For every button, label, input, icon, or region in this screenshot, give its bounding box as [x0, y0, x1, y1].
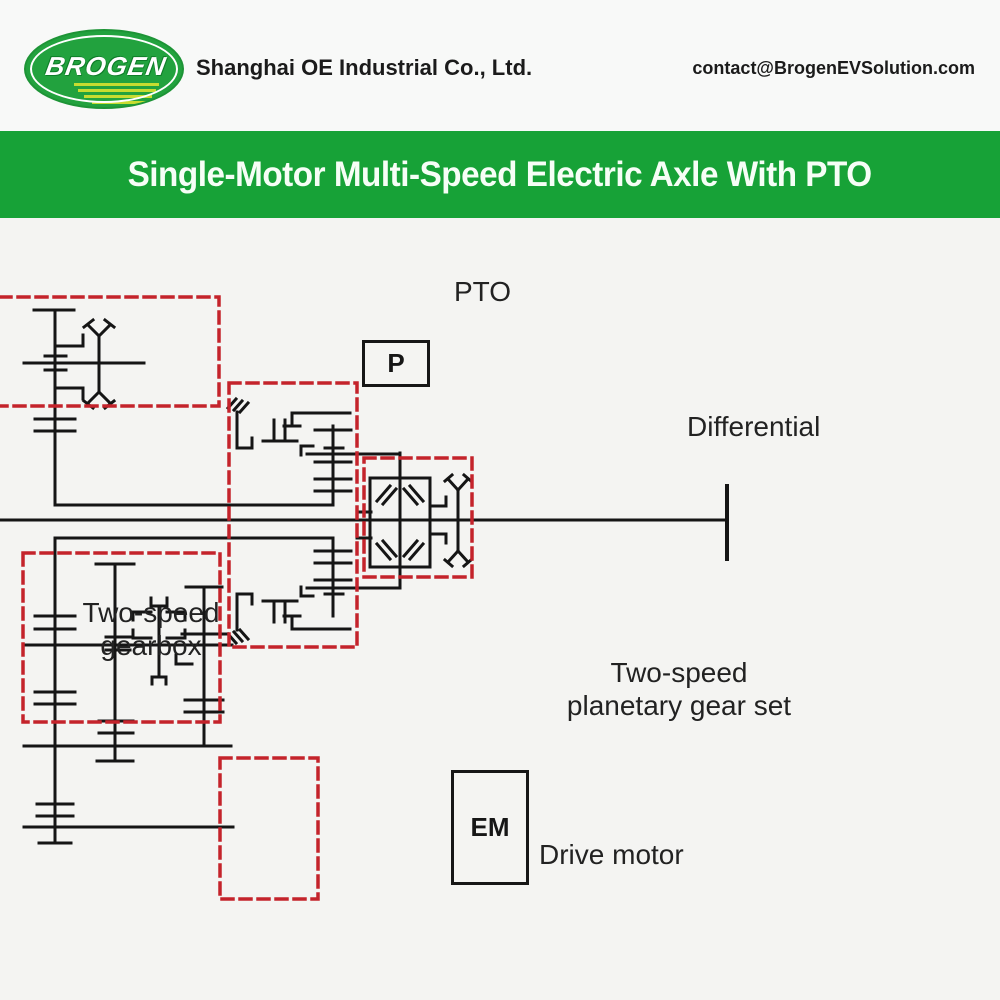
brogen-logo-icon: BROGEN	[24, 29, 184, 109]
label-two-speed-gearbox: Two-speed gearbox	[55, 596, 247, 662]
planetary-callout-box	[227, 381, 359, 649]
company-name: Shanghai OE Industrial Co., Ltd.	[196, 55, 533, 80]
gearbox-schematic	[22, 536, 235, 845]
contact-email: contact@BrogenEVSolution.com	[692, 58, 975, 78]
label-pto: PTO	[454, 276, 512, 307]
logo-stripe	[92, 101, 146, 104]
pto-gear-schematic	[22, 308, 335, 507]
differential-schematic	[355, 472, 474, 569]
label-differential: Differential	[687, 411, 821, 442]
schematic-diagram: P EM PTO Differential Two-speed gearbox …	[0, 218, 1000, 1000]
page-header: BROGEN Shanghai OE Industrial Co., Ltd. …	[0, 0, 1000, 131]
label-line: Two-speed	[82, 597, 220, 628]
logo-ellipse: BROGEN	[24, 29, 184, 109]
label-line: planetary gear set	[566, 690, 792, 721]
drive-motor-callout-box	[218, 756, 320, 901]
label-planetary-gear-set: Two-speed planetary gear set	[534, 656, 824, 722]
label-drive-motor: Drive motor	[539, 839, 684, 870]
label-line: gearbox	[100, 630, 202, 661]
title-banner: Single-Motor Multi-Speed Electric Axle W…	[0, 131, 1000, 218]
pto-callout-box	[0, 295, 221, 408]
label-line: Two-speed	[610, 657, 748, 688]
logo-wordmark: BROGEN	[43, 51, 169, 81]
drive-motor-unit-box: EM	[451, 770, 529, 885]
differential-callout-box	[362, 456, 474, 579]
page-title: Single-Motor Multi-Speed Electric Axle W…	[127, 154, 873, 194]
logo-ring	[30, 35, 178, 103]
pto-unit-box: P	[362, 340, 430, 387]
